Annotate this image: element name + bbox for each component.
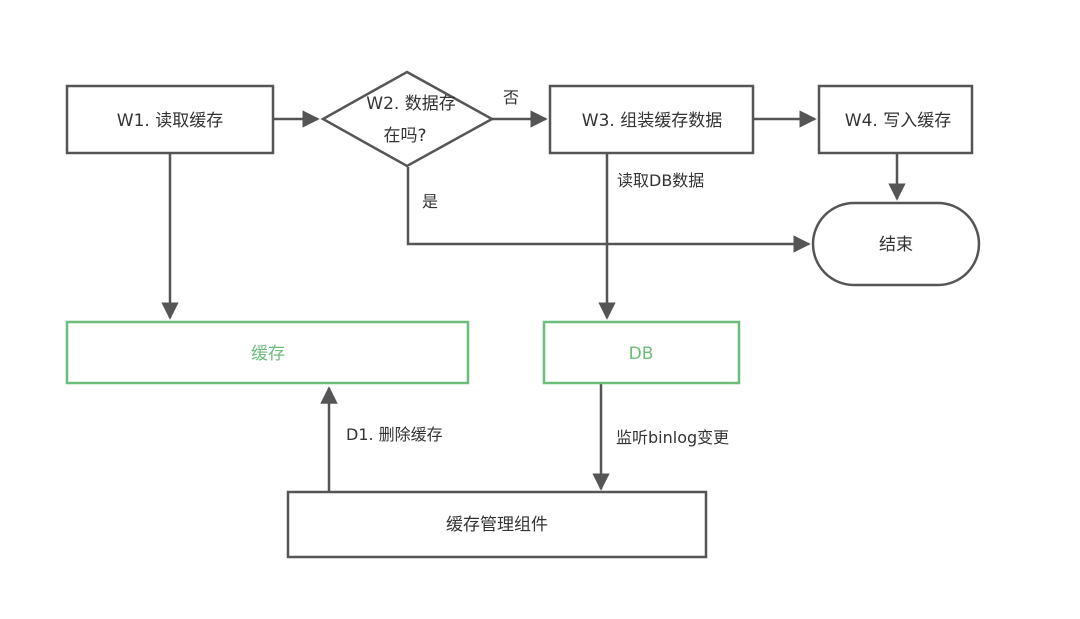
node-end-label: 结束 bbox=[879, 235, 913, 255]
node-w2-label-line2: 在吗? bbox=[383, 126, 426, 146]
node-cache-manager-label: 缓存管理组件 bbox=[446, 515, 548, 535]
node-w3-label: W3. 组装缓存数据 bbox=[582, 111, 722, 131]
edge-label-no: 否 bbox=[503, 88, 519, 107]
node-w1: W1. 读取缓存 bbox=[65, 84, 275, 155]
node-end: 结束 bbox=[811, 201, 981, 287]
node-db-label: DB bbox=[629, 344, 654, 364]
connectors bbox=[161, 110, 906, 492]
edge-label-listen-binlog: 监听binlog变更 bbox=[616, 428, 729, 447]
edge-label-delete-cache: D1. 删除缓存 bbox=[346, 425, 443, 444]
node-w2-label-line1: W2. 数据存 bbox=[366, 94, 455, 114]
node-w1-label: W1. 读取缓存 bbox=[117, 111, 223, 131]
node-w2-decision: W2. 数据存 在吗? bbox=[320, 70, 495, 168]
node-w4: W4. 写入缓存 bbox=[817, 84, 974, 155]
edge-label-read-db: 读取DB数据 bbox=[617, 171, 704, 190]
node-cache-label: 缓存 bbox=[251, 344, 285, 364]
node-db: DB bbox=[542, 320, 741, 385]
node-cache: 缓存 bbox=[65, 320, 470, 385]
edge-w2-end bbox=[406, 167, 811, 253]
edge-label-yes: 是 bbox=[422, 192, 438, 211]
node-cache-manager: 缓存管理组件 bbox=[286, 490, 708, 559]
node-w3: W3. 组装缓存数据 bbox=[548, 84, 755, 155]
node-w4-label: W4. 写入缓存 bbox=[845, 111, 951, 131]
